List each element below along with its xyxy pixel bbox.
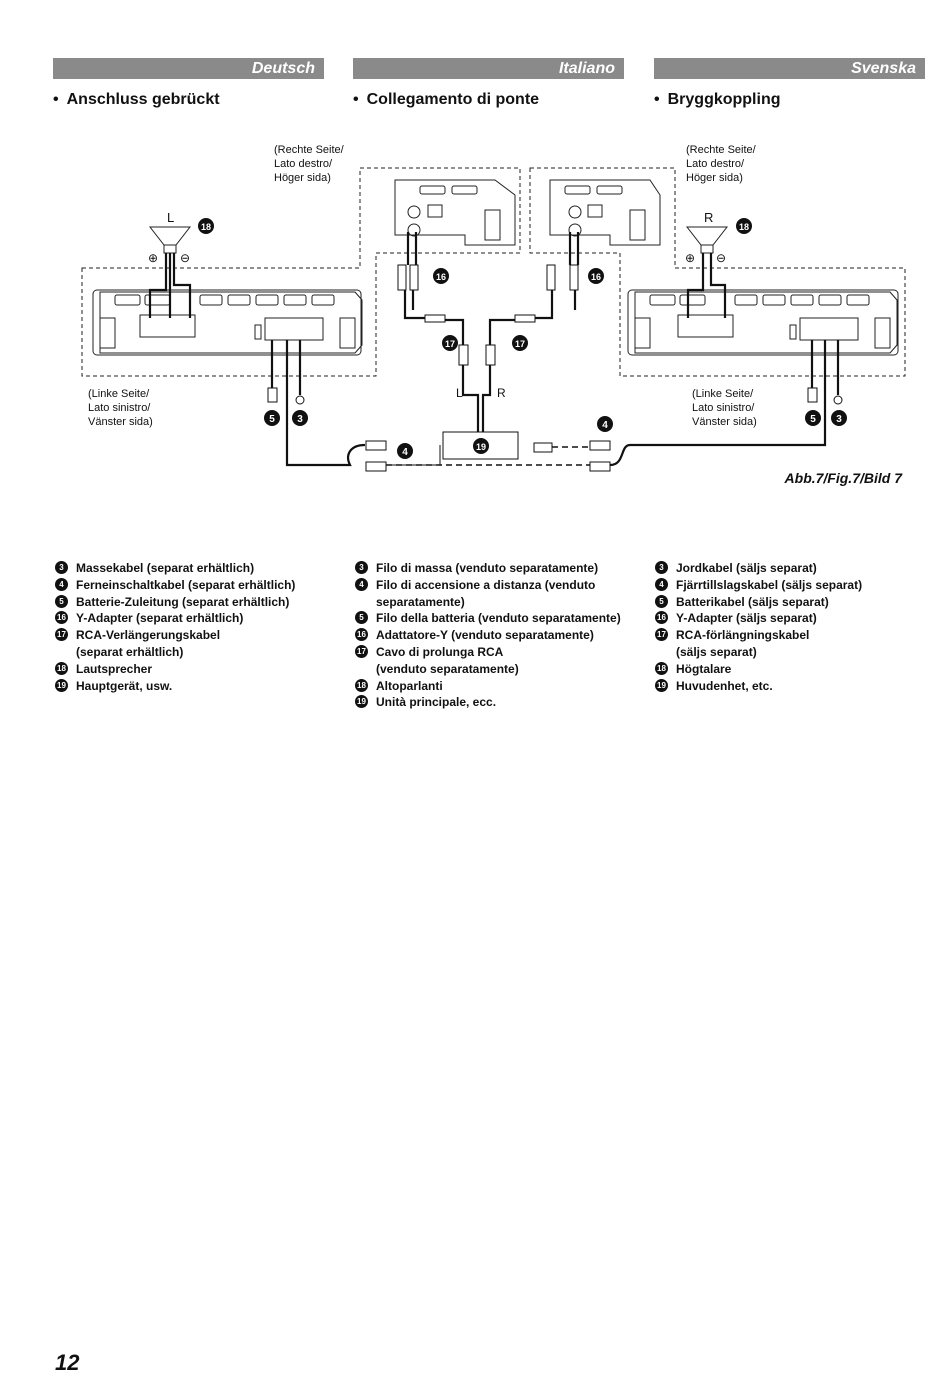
label-left-side-right: (Linke Seite/ Lato sinistro/ Vänster sid… xyxy=(692,388,757,428)
callout-16-right: 16 xyxy=(588,268,604,284)
label-left-side-left: (Linke Seite/ Lato sinistro/ Vänster sid… xyxy=(88,388,153,428)
callout-17-right: 17 xyxy=(512,335,528,351)
right-amp-dashed-outline xyxy=(529,167,906,377)
label-right-side-left: (Rechte Seite/ Lato destro/ Höger sida) xyxy=(274,144,344,184)
section-title-svenska: •Bryggkoppling xyxy=(654,91,781,108)
right-speaker-shape xyxy=(685,226,729,254)
language-bar-svenska: Svenska xyxy=(654,58,925,79)
language-bar-deutsch: Deutsch xyxy=(53,58,324,79)
section-title-deutsch: •Anschluss gebrückt xyxy=(53,91,220,108)
left-inset-amplifier xyxy=(394,179,516,246)
callout-4-right: 4 xyxy=(597,416,613,432)
minus-left: ⊖ xyxy=(180,251,190,265)
rca-r-label: R xyxy=(497,386,506,400)
svg-text:4: 4 xyxy=(402,447,408,458)
figure-caption: Abb.7/Fig.7/Bild 7 xyxy=(784,470,902,486)
rca-l-label: L xyxy=(456,386,463,400)
section-title-italiano: •Collegamento di ponte xyxy=(353,91,540,108)
callout-4-left: 4 xyxy=(397,443,413,459)
svg-text:3: 3 xyxy=(836,414,842,425)
speaker-l-label: L xyxy=(167,210,174,225)
svg-text:18: 18 xyxy=(201,222,211,232)
right-ground-terminal xyxy=(833,395,843,405)
callout-16-left: 16 xyxy=(433,268,449,284)
callout-3-left: 3 xyxy=(292,410,308,426)
right-battery-terminal xyxy=(807,387,818,403)
page-number: 12 xyxy=(55,1350,80,1375)
right-inset-amplifier xyxy=(549,179,661,246)
left-battery-terminal xyxy=(267,387,278,403)
plus-right: ⊕ xyxy=(685,251,695,265)
bridge-connection-diagram: 18 18 16 16 17 17 5 3 5 3 4 4 19 L R L R… xyxy=(81,167,906,472)
callout-5-left: 5 xyxy=(264,410,280,426)
svg-text:4: 4 xyxy=(602,420,608,431)
svg-text:3: 3 xyxy=(297,414,303,425)
svg-text:18: 18 xyxy=(739,222,749,232)
speaker-r-label: R xyxy=(704,210,713,225)
svg-text:17: 17 xyxy=(445,339,455,349)
svg-text:17: 17 xyxy=(515,339,525,349)
svg-text:5: 5 xyxy=(810,414,816,425)
plus-left: ⊕ xyxy=(148,251,158,265)
left-amplifier xyxy=(92,289,363,356)
head-unit xyxy=(442,431,519,460)
callout-3-right: 3 xyxy=(831,410,847,426)
callout-18-right: 18 xyxy=(736,218,752,234)
label-right-side-right: (Rechte Seite/ Lato destro/ Höger sida) xyxy=(686,144,756,184)
svg-text:16: 16 xyxy=(591,272,601,282)
left-ground-terminal xyxy=(295,395,305,405)
minus-right: ⊖ xyxy=(716,251,726,265)
left-amp-dashed-outline xyxy=(81,167,521,377)
left-speaker-shape xyxy=(148,226,192,254)
callout-17-left: 17 xyxy=(442,335,458,351)
right-amplifier xyxy=(627,289,899,356)
callout-5-right: 5 xyxy=(805,410,821,426)
svg-text:19: 19 xyxy=(476,442,486,452)
callout-19: 19 xyxy=(473,438,489,454)
svg-text:5: 5 xyxy=(269,414,275,425)
language-bar-italiano: Italiano xyxy=(353,58,624,79)
callout-18-left: 18 xyxy=(198,218,214,234)
svg-text:16: 16 xyxy=(436,272,446,282)
